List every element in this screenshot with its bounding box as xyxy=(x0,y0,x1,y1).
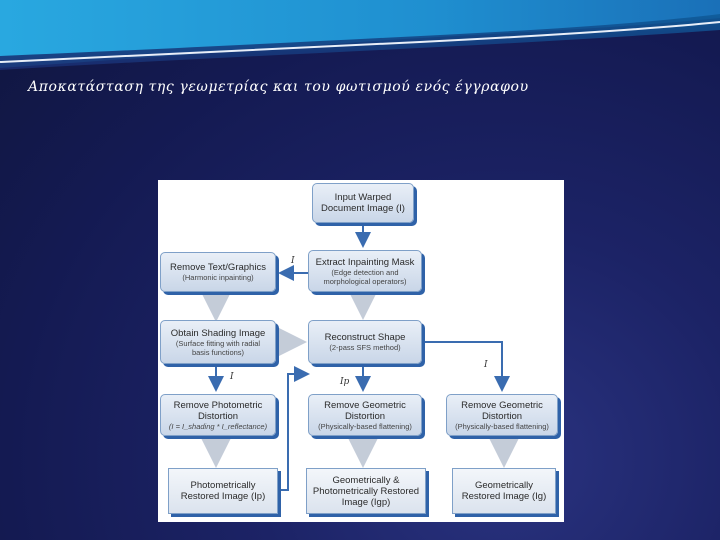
reconstruct-sub1: (2-pass SFS method) xyxy=(329,343,401,352)
input-line2: Document Image (I) xyxy=(321,203,405,214)
shading-box: Obtain Shading Image (Surface fitting wi… xyxy=(160,320,276,364)
input-image-box: Input Warped Document Image (I) xyxy=(312,183,414,223)
geo-mid-sub1: (Physically-based flattening) xyxy=(318,421,412,431)
remove-text-box: Remove Text/Graphics (Harmonic inpaintin… xyxy=(160,252,276,292)
geo-right-title1: Remove Geometric xyxy=(461,399,543,411)
slide-title: Αποκατάσταση της γεωμετρίας και του φωτι… xyxy=(28,79,529,95)
out-both-line3: Image (Igp) xyxy=(341,496,391,508)
out-geo-line2: Restored Image (Ig) xyxy=(461,491,547,502)
reconstruct-title: Reconstruct Shape xyxy=(324,332,406,343)
photometric-title1: Remove Photometric xyxy=(173,399,263,411)
out-both-line1: Geometrically & xyxy=(332,474,400,486)
top-decorative-band xyxy=(0,0,720,70)
extract-sub1: (Edge detection and xyxy=(331,267,399,277)
geo-mid-title1: Remove Geometric xyxy=(324,399,406,411)
geo-right-title2: Distortion xyxy=(481,410,523,422)
remove-photometric-box: Remove Photometric Distortion (I = I_sha… xyxy=(160,394,276,436)
pipeline-diagram: Input Warped Document Image (I) Extract … xyxy=(158,180,564,522)
shading-title: Obtain Shading Image xyxy=(170,327,266,339)
remove-text-title: Remove Text/Graphics xyxy=(170,262,266,273)
label-i-left: I xyxy=(230,372,234,382)
extract-mask-box: Extract Inpainting Mask (Edge detection … xyxy=(308,250,422,292)
output-both-box: Geometrically & Photometrically Restored… xyxy=(306,468,426,514)
arrow-reconstruct-rightgeo xyxy=(423,341,510,392)
label-ip-mid: Ip xyxy=(340,377,350,387)
geo-right-sub1: (Physically-based flattening) xyxy=(455,421,549,431)
label-i-right: I xyxy=(484,360,488,370)
out-photo-line1: Photometrically xyxy=(190,480,256,491)
shading-sub1: (Surface fitting with radial xyxy=(175,338,261,348)
out-geo-line1: Geometrically xyxy=(474,480,534,491)
remove-geometric-mid-box: Remove Geometric Distortion (Physically-… xyxy=(308,394,422,436)
geo-mid-title2: Distortion xyxy=(344,410,386,422)
photometric-formula: (I = I_shading * I_reflectance) xyxy=(168,421,268,431)
output-photometric-box: Photometrically Restored Image (Ip) xyxy=(168,468,278,514)
extract-title: Extract Inpainting Mask xyxy=(315,256,415,268)
out-photo-line2: Restored Image (Ip) xyxy=(180,491,266,502)
remove-text-sub1: (Harmonic inpainting) xyxy=(182,273,254,282)
diagram-arrows xyxy=(198,226,522,491)
remove-geometric-right-box: Remove Geometric Distortion (Physically-… xyxy=(446,394,558,436)
shading-sub2: basis functions) xyxy=(191,347,245,357)
photometric-title2: Distortion xyxy=(197,410,239,422)
arrow-photoout-midgeo xyxy=(280,366,310,491)
out-both-line2: Photometrically Restored xyxy=(312,485,420,497)
label-i-top: I xyxy=(291,256,295,266)
input-line1: Input Warped xyxy=(334,192,392,203)
output-geometric-box: Geometrically Restored Image (Ig) xyxy=(452,468,556,514)
reconstruct-shape-box: Reconstruct Shape (2-pass SFS method) xyxy=(308,320,422,364)
extract-sub2: morphological operators) xyxy=(323,276,407,286)
